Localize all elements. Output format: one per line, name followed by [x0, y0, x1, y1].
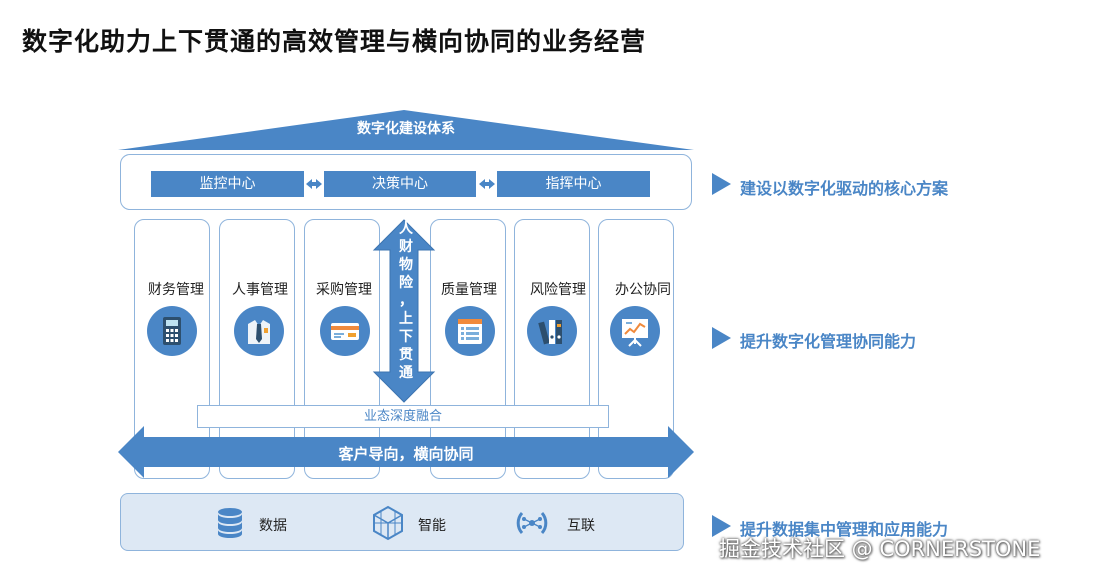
module-label-finance: 财务管理 — [148, 282, 204, 298]
command-center-box: 指挥中心 — [497, 171, 650, 197]
module-label-hr: 人事管理 — [232, 282, 288, 298]
side-label-management-collaboration: 提升数字化管理协同能力 — [740, 332, 917, 351]
credit-card-icon — [320, 306, 370, 356]
capability-label-interconnect: 互联 — [567, 518, 595, 534]
vertical-arrow-text: 人 财 物 险 ， 上 下 贯 通 — [399, 221, 413, 381]
fusion-bar: 业态深度融合 — [197, 405, 609, 428]
side-label-data-capability: 提升数据集中管理和应用能力 — [740, 520, 949, 539]
calculator-icon — [147, 306, 197, 356]
checklist-icon — [445, 306, 495, 356]
connection-icon — [516, 512, 548, 534]
database-icon — [218, 508, 242, 538]
cube-network-icon — [373, 505, 403, 541]
module-label-procurement: 采购管理 — [316, 282, 372, 298]
binders-icon — [527, 306, 577, 356]
module-label-risk: 风险管理 — [530, 282, 586, 298]
page-title: 数字化助力上下贯通的高效管理与横向协同的业务经营 — [22, 27, 647, 56]
module-label-quality: 质量管理 — [441, 282, 497, 298]
triangle-marker-icon — [712, 327, 731, 349]
double-arrow-icon — [479, 179, 495, 189]
triangle-marker-icon — [712, 515, 731, 537]
double-arrow-icon — [306, 179, 322, 189]
person-icon — [234, 306, 284, 356]
capability-label-data: 数据 — [259, 518, 287, 534]
presentation-board-icon — [610, 306, 660, 356]
roof-label: 数字化建设体系 — [357, 121, 455, 137]
watermark: 掘金技术社区 @ CORNERSTONE — [719, 537, 1041, 561]
capability-label-intelligence: 智能 — [418, 518, 446, 534]
horizontal-double-arrow — [118, 426, 694, 478]
side-label-core-solution: 建设以数字化驱动的核心方案 — [740, 179, 949, 198]
vertical-double-arrow — [372, 219, 436, 403]
triangle-marker-icon — [712, 173, 731, 195]
monitor-center-box: 监控中心 — [151, 171, 304, 197]
module-label-office: 办公协同 — [615, 282, 671, 298]
horizontal-arrow-label: 客户导向，横向协同 — [338, 445, 474, 463]
roof-shape — [118, 110, 694, 150]
decision-center-box: 决策中心 — [324, 171, 476, 197]
